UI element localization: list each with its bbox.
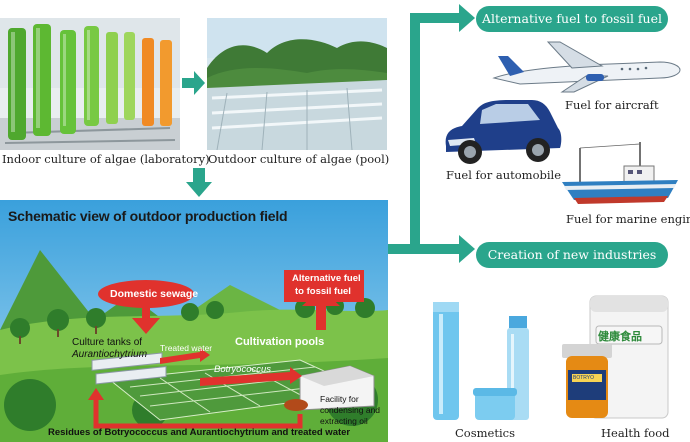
indoor-lab-photo: [0, 18, 180, 150]
schematic-title: Schematic view of outdoor production fie…: [8, 208, 288, 224]
facility-label-line1: Facility for: [320, 394, 359, 404]
outdoor-pool-photo: [207, 18, 387, 150]
car-image: [445, 100, 562, 164]
aircraft-caption: Fuel for aircraft: [565, 98, 659, 112]
flow-connector: [385, 4, 475, 263]
new-industries-pill: Creation of new industries: [476, 242, 668, 268]
residues-label: Residues of Botryococcus and Aurantiochy…: [48, 427, 351, 438]
supplement-bottle-label: BOTRYO: [573, 375, 595, 381]
cosmetics-image: [433, 302, 529, 420]
outdoor-caption: Outdoor culture of algae (pool): [208, 152, 390, 166]
arrow-down-icon: [186, 168, 212, 197]
arrow-right-icon: [182, 71, 205, 95]
treated-water-label: Treated water: [160, 343, 213, 353]
schematic-panel: [0, 200, 388, 442]
botryococcus-label: Botryococcus: [214, 364, 272, 375]
health-food-package-text: 健康食品: [598, 330, 642, 343]
alternative-fuel-pill: Alternative fuel to fossil fuel: [476, 6, 668, 32]
facility-label-line2: condensing and: [320, 405, 381, 415]
airplane-image: [492, 41, 681, 93]
boat-image: [562, 142, 678, 204]
alt-fuel-label-line2: to fossil fuel: [295, 286, 351, 297]
cultivation-pools-label: Cultivation pools: [235, 336, 325, 348]
marine-caption: Fuel for marine engine: [566, 212, 690, 226]
culture-tanks-line1: Culture tanks of: [72, 337, 143, 348]
cosmetics-caption: Cosmetics: [455, 426, 515, 440]
culture-tanks-line2: Aurantiochytrium: [72, 349, 148, 360]
health-food-caption: Health food: [601, 426, 670, 440]
automobile-caption: Fuel for automobile: [446, 168, 562, 182]
health-food-image: [562, 295, 669, 419]
indoor-caption: Indoor culture of algae (laboratory): [2, 152, 210, 166]
facility-label-line3: extracting oil: [320, 416, 368, 426]
alt-fuel-label-line1: Alternative fuel: [292, 273, 361, 284]
domestic-sewage-label: Domestic sewage: [110, 288, 199, 300]
